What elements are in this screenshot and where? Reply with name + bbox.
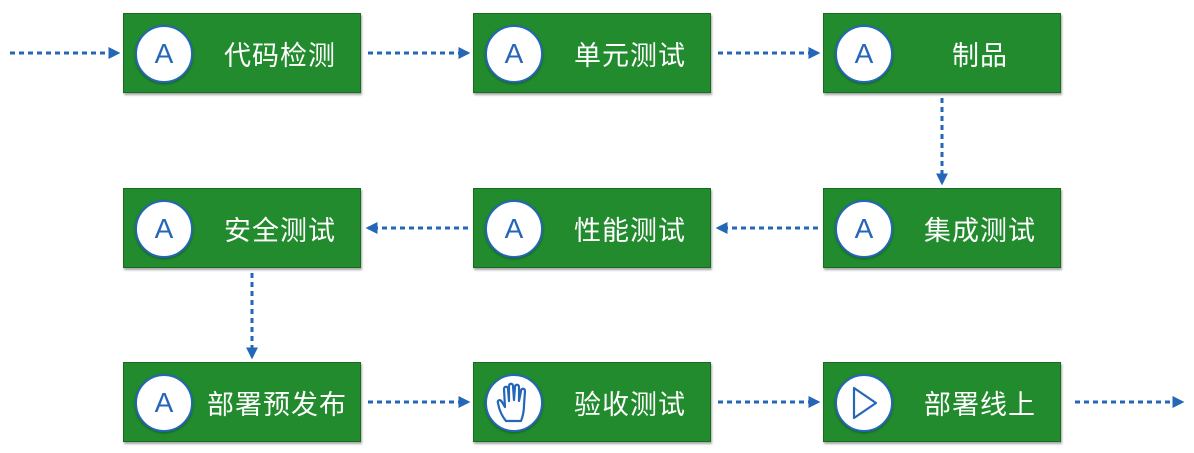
node-deploy-online[interactable]: 部署线上 (823, 362, 1061, 442)
node-label: 部署预发布 (207, 389, 347, 421)
hand-icon (485, 374, 543, 432)
node-label: 集成测试 (924, 215, 1036, 247)
node-label: 验收测试 (574, 389, 686, 421)
node-label: 制品 (952, 40, 1008, 72)
auto-icon: A (835, 200, 893, 258)
node-security-test[interactable]: A 安全测试 (123, 188, 361, 268)
auto-icon: A (135, 25, 193, 83)
node-label: 性能测试 (574, 215, 686, 247)
play-icon-glyph (852, 386, 878, 420)
node-pre-release-deploy[interactable]: A 部署预发布 (123, 362, 361, 442)
node-label: 部署线上 (924, 389, 1036, 421)
node-acceptance-test[interactable]: 验收测试 (473, 362, 711, 442)
play-icon (835, 374, 893, 432)
node-performance-test[interactable]: A 性能测试 (473, 188, 711, 268)
auto-icon: A (485, 25, 543, 83)
node-unit-test[interactable]: A 单元测试 (473, 13, 711, 93)
auto-icon: A (485, 200, 543, 258)
node-code-check[interactable]: A 代码检测 (123, 13, 361, 93)
node-label: 单元测试 (574, 40, 686, 72)
node-artifact[interactable]: A 制品 (823, 13, 1061, 93)
hand-icon-glyph (496, 382, 527, 423)
auto-icon: A (835, 25, 893, 83)
node-label: 安全测试 (224, 215, 336, 247)
node-label: 代码检测 (224, 40, 336, 72)
auto-icon: A (135, 374, 193, 432)
node-integration-test[interactable]: A 集成测试 (823, 188, 1061, 268)
auto-icon: A (135, 200, 193, 258)
